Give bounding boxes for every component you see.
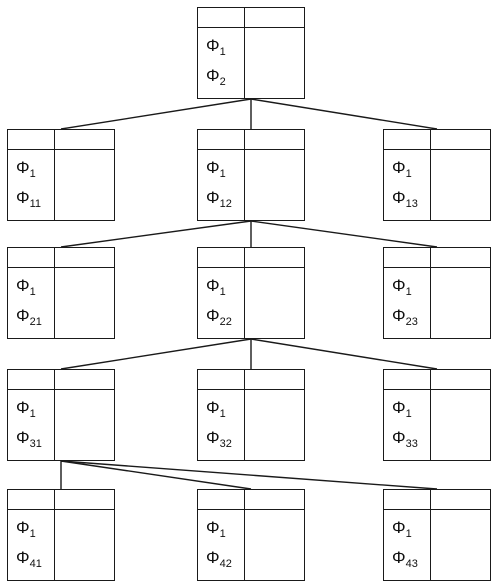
node-label-1: Φ1	[392, 158, 412, 180]
node-label-2: Φ31	[16, 428, 42, 450]
node-header	[198, 130, 304, 150]
edge-n12-n21	[60, 220, 252, 248]
node-header	[8, 490, 114, 510]
node-header	[198, 248, 304, 268]
edge-root-n11	[60, 98, 252, 130]
node-label-1: Φ1	[206, 158, 226, 180]
tree-node-33: Φ1 Φ33	[383, 369, 491, 461]
node-header	[8, 370, 114, 390]
node-header	[384, 130, 490, 150]
node-header	[8, 248, 114, 268]
edge-n22-n31	[60, 338, 252, 370]
node-divider	[244, 130, 245, 220]
node-label-2: Φ23	[392, 306, 418, 328]
node-label-1: Φ1	[206, 36, 226, 58]
node-divider	[430, 490, 431, 580]
tree-node-12: Φ1 Φ12	[197, 129, 305, 221]
node-header	[198, 490, 304, 510]
node-label-2: Φ42	[206, 548, 232, 570]
node-header	[384, 370, 490, 390]
node-label-2: Φ21	[16, 306, 42, 328]
node-label-1: Φ1	[206, 518, 226, 540]
edge-n31-n43	[60, 460, 438, 490]
tree-node-21: Φ1 Φ21	[7, 247, 115, 339]
node-label-2: Φ33	[392, 428, 418, 450]
node-label-2: Φ13	[392, 188, 418, 210]
tree-node-43: Φ1 Φ43	[383, 489, 491, 581]
node-label-1: Φ1	[16, 518, 36, 540]
node-label-1: Φ1	[392, 518, 412, 540]
tree-node-root: Φ1 Φ2	[197, 7, 305, 99]
node-label-2: Φ43	[392, 548, 418, 570]
tree-node-32: Φ1 Φ32	[197, 369, 305, 461]
node-label-2: Φ22	[206, 306, 232, 328]
node-label-2: Φ2	[206, 66, 226, 88]
node-divider	[244, 248, 245, 338]
node-divider	[244, 490, 245, 580]
node-divider	[54, 370, 55, 460]
tree-node-42: Φ1 Φ42	[197, 489, 305, 581]
node-label-2: Φ41	[16, 548, 42, 570]
tree-node-31: Φ1 Φ31	[7, 369, 115, 461]
node-divider	[244, 370, 245, 460]
edge-n31-n42	[60, 460, 252, 490]
node-header	[8, 130, 114, 150]
node-divider	[430, 248, 431, 338]
node-label-1: Φ1	[392, 276, 412, 298]
node-label-1: Φ1	[392, 398, 412, 420]
edge-n12-n23	[250, 220, 438, 248]
edge-root-n13	[250, 98, 438, 130]
node-label-1: Φ1	[16, 398, 36, 420]
node-divider	[54, 130, 55, 220]
node-label-2: Φ11	[16, 188, 41, 210]
tree-node-22: Φ1 Φ22	[197, 247, 305, 339]
node-label-1: Φ1	[206, 398, 226, 420]
node-label-1: Φ1	[16, 158, 36, 180]
node-label-2: Φ12	[206, 188, 232, 210]
node-label-2: Φ32	[206, 428, 232, 450]
tree-node-23: Φ1 Φ23	[383, 247, 491, 339]
node-divider	[54, 490, 55, 580]
node-header	[198, 8, 304, 28]
node-divider	[54, 248, 55, 338]
node-label-1: Φ1	[206, 276, 226, 298]
node-divider	[244, 8, 245, 98]
node-header	[384, 248, 490, 268]
node-header	[198, 370, 304, 390]
tree-node-41: Φ1 Φ41	[7, 489, 115, 581]
node-divider	[430, 130, 431, 220]
tree-node-13: Φ1 Φ13	[383, 129, 491, 221]
node-divider	[430, 370, 431, 460]
node-header	[384, 490, 490, 510]
node-label-1: Φ1	[16, 276, 36, 298]
tree-node-11: Φ1 Φ11	[7, 129, 115, 221]
edge-n22-n33	[250, 338, 438, 370]
